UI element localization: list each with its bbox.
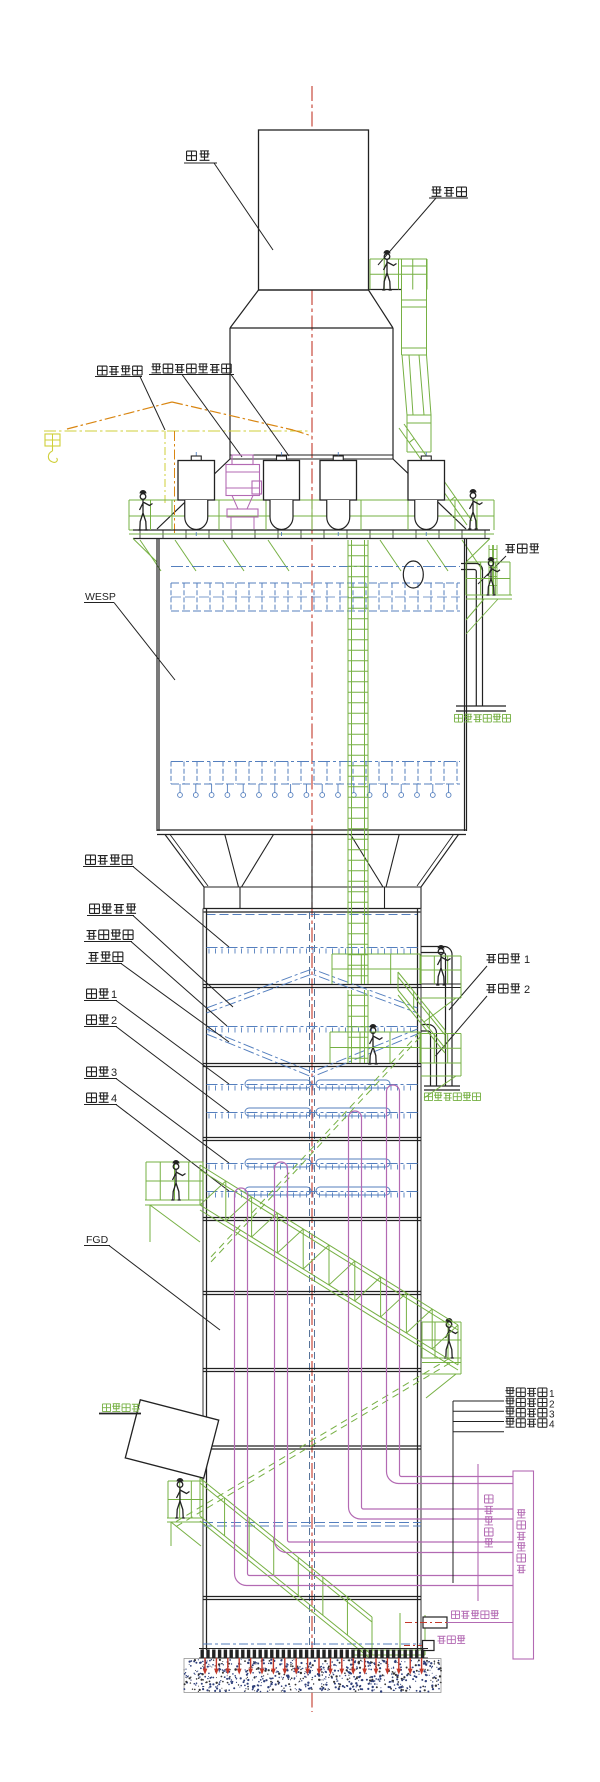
svg-text:1: 1 [111,989,117,1001]
svg-text:FGD: FGD [86,1234,109,1246]
svg-text:2: 2 [549,1399,555,1410]
svg-text:3: 3 [549,1410,555,1421]
svg-text:WESP: WESP [85,591,116,603]
svg-text:1: 1 [524,954,530,966]
svg-text:2: 2 [111,1015,117,1027]
svg-text:2: 2 [524,984,530,996]
svg-text:4: 4 [549,1420,555,1431]
svg-text:4: 4 [111,1093,117,1105]
svg-text:3: 3 [111,1067,117,1079]
svg-text:1: 1 [549,1389,555,1400]
